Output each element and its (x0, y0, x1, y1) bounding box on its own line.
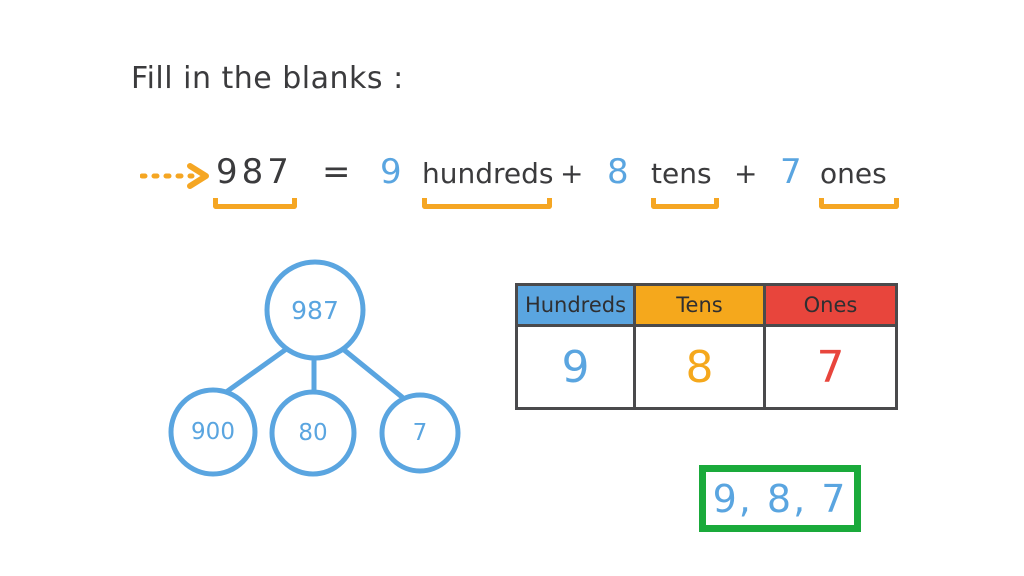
equation-row: 987 = 9 hundreds + 8 tens + 7 ones (130, 150, 930, 210)
table-header-tens: Tens (636, 286, 766, 324)
table-header-ones: Ones (766, 286, 895, 324)
underline-hundreds (422, 198, 552, 209)
table-header-hundreds: Hundreds (518, 286, 636, 324)
underline-tens (651, 198, 719, 209)
bond-circle-part-2 (379, 392, 461, 474)
word-ones: ones (820, 157, 887, 190)
table-header-row: Hundreds Tens Ones (518, 286, 895, 327)
word-tens: tens (651, 157, 712, 190)
table-cell-ones: 7 (766, 327, 895, 407)
bond-label-part-1: 80 (298, 420, 328, 446)
bond-label-part-2: 7 (412, 420, 428, 446)
digit-tens: 8 (607, 152, 629, 192)
equals-sign: = (322, 152, 351, 192)
digit-hundreds: 9 (380, 152, 402, 192)
word-hundreds: hundreds (422, 157, 554, 190)
bond-label-part-0: 900 (191, 419, 235, 445)
digit-ones: 7 (780, 152, 802, 192)
bond-circle-whole (264, 259, 366, 361)
place-value-table: Hundreds Tens Ones 9 8 7 (515, 283, 898, 410)
dotted-arrow-icon (139, 160, 220, 190)
page-title: Fill in the blanks : (131, 61, 404, 96)
number-bond-diagram: 987 900 80 7 (150, 255, 480, 490)
plus-sign-2: + (734, 157, 758, 190)
answer-box: 9, 8, 7 (699, 465, 861, 532)
table-cell-tens: 8 (636, 327, 766, 407)
bond-connector-right (335, 342, 405, 400)
plus-sign-1: + (560, 157, 584, 190)
bond-circle-part-0 (168, 387, 258, 477)
bond-connector-left (219, 342, 295, 398)
table-row: 9 8 7 (518, 327, 895, 407)
underline-number (213, 198, 297, 209)
table-cell-hundreds: 9 (518, 327, 636, 407)
bond-label-whole: 987 (291, 296, 339, 325)
bond-circle-part-1 (269, 389, 357, 477)
answer-value: 9, 8, 7 (712, 476, 848, 521)
equation-number: 987 (216, 152, 293, 192)
underline-ones (819, 198, 899, 209)
